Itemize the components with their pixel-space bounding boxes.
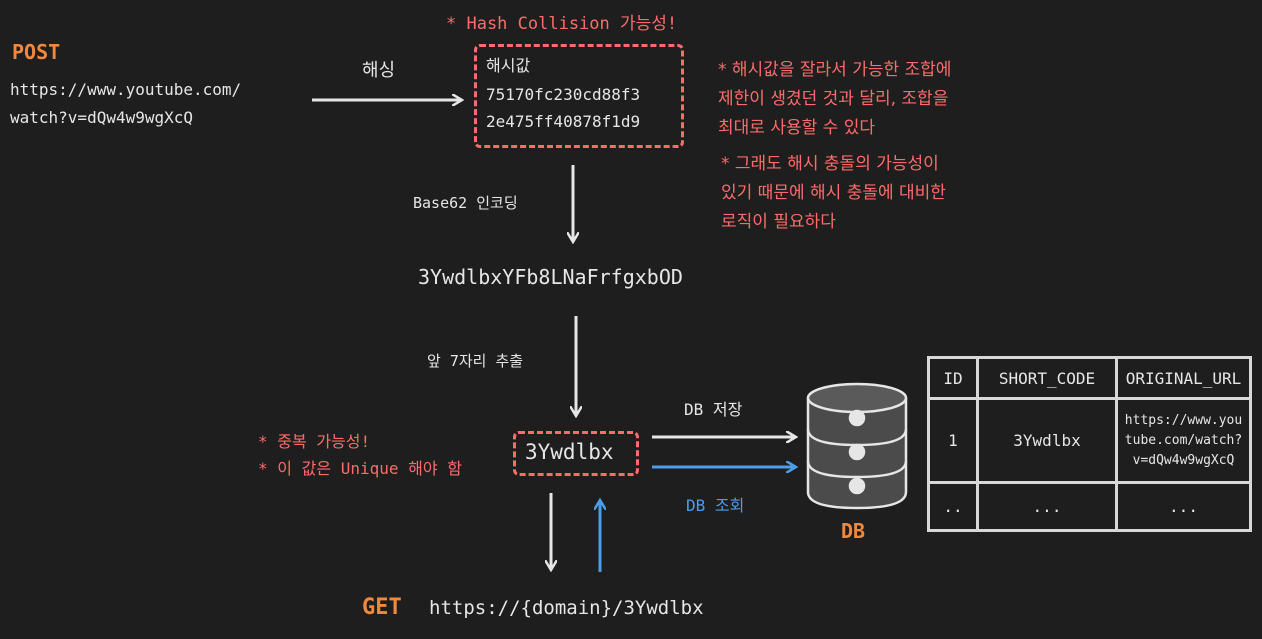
encoding-result: 3YwdlbxYFb8LNaFrfgxbOD — [418, 265, 683, 289]
table-row: 1 3Ywdlbx https://www.you tube.com/watch… — [927, 397, 1252, 484]
cell-id: 1 — [927, 397, 979, 484]
cell-url-ellipsis: ... — [1115, 481, 1252, 532]
combination-note-line1: * 해시값을 잘라서 가능한 조합에 — [718, 60, 952, 80]
hashing-label: 해싱 — [362, 60, 396, 81]
cell-url-line1: https://www.you — [1124, 412, 1243, 428]
column-header-id: ID — [927, 356, 979, 400]
post-method-label: POST — [12, 40, 61, 64]
collision-logic-note-line3: 로직이 필요하다 — [721, 212, 836, 232]
database-icon — [806, 382, 908, 510]
cell-id-ellipsis: .. — [927, 481, 979, 532]
combination-note-line2: 제한이 생겼던 것과 달리, 조합을 — [718, 89, 949, 109]
encoding-label: Base62 인코딩 — [413, 194, 518, 212]
hash-value-box — [474, 44, 684, 148]
url-table: ID SHORT_CODE ORIGINAL_URL 1 3Ywdlbx htt… — [927, 356, 1252, 532]
table-row: .. ... ... — [927, 481, 1252, 532]
hash-value-line2: 2e475ff40878f1d9 — [486, 112, 641, 131]
short-code-box — [513, 431, 639, 476]
db-name-label: DB — [841, 519, 866, 543]
collision-logic-note-line2: 있기 때문에 해시 충돌에 대비한 — [721, 183, 946, 203]
table-header-row: ID SHORT_CODE ORIGINAL_URL — [927, 356, 1252, 400]
post-url-line2: watch?v=dQw4w9wgXcQ — [10, 108, 194, 127]
cell-short-code-ellipsis: ... — [976, 481, 1118, 532]
collision-note: * Hash Collision 가능성! — [446, 14, 678, 34]
cell-original-url: https://www.you tube.com/watch? v=dQw4w9… — [1115, 397, 1252, 484]
cell-url-line2: tube.com/watch? — [1124, 432, 1243, 448]
hash-value-title: 해시값 — [486, 56, 531, 75]
cell-url-line3: v=dQw4w9wgXcQ — [1132, 452, 1235, 468]
collision-logic-note: * 그래도 해시 충돌의 가능성이 있기 때문에 해시 충돌에 대비한 로직이 … — [721, 150, 946, 237]
short-code-value: 3Ywdlbx — [525, 440, 614, 464]
get-url: https://{domain}/3Ywdlbx — [429, 597, 704, 619]
post-url-line1: https://www.youtube.com/ — [10, 80, 242, 99]
cell-short-code: 3Ywdlbx — [976, 397, 1118, 484]
unique-note: * 이 값은 Unique 해야 함 — [258, 459, 462, 478]
column-header-short-code: SHORT_CODE — [976, 356, 1118, 400]
get-method-label: GET — [362, 595, 402, 620]
duplicate-note: * 중복 가능성! — [258, 432, 371, 451]
hash-value-line1: 75170fc230cd88f3 — [486, 85, 641, 104]
column-header-original-url: ORIGINAL_URL — [1115, 356, 1252, 400]
combination-note-line3: 최대로 사용할 수 있다 — [718, 118, 875, 138]
collision-logic-note-line1: * 그래도 해시 충돌의 가능성이 — [721, 154, 939, 174]
db-save-label: DB 저장 — [684, 400, 743, 419]
db-lookup-label: DB 조회 — [686, 496, 745, 515]
combination-note: * 해시값을 잘라서 가능한 조합에 제한이 생겼던 것과 달리, 조합을 최대… — [718, 56, 951, 143]
extract-label: 앞 7자리 추출 — [427, 352, 524, 370]
